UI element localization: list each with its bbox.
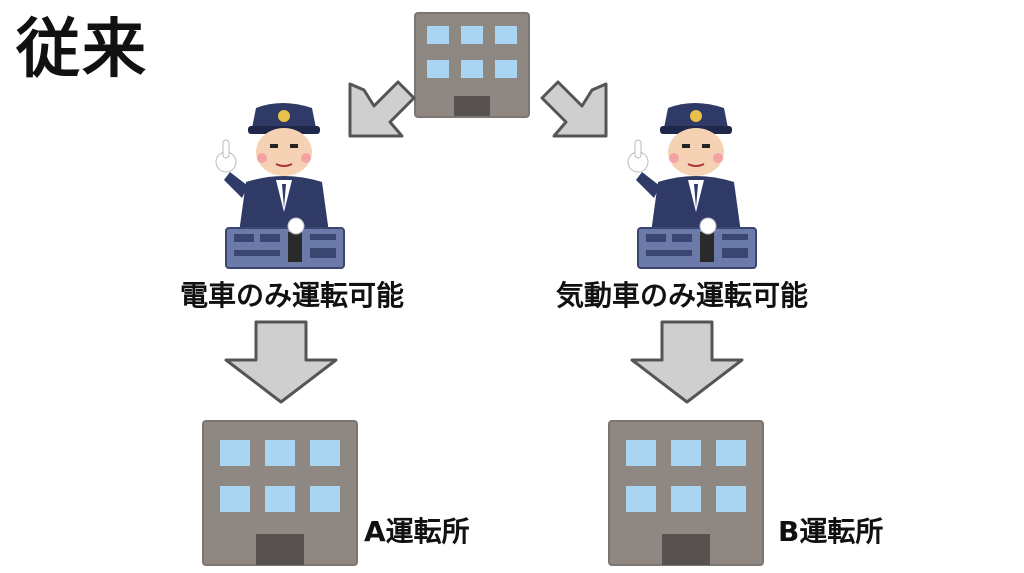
- right-depot-building-icon: [608, 420, 764, 566]
- left-train-driver-icon: [215, 103, 345, 269]
- right-ability-label: 気動車のみ運転可能: [556, 279, 809, 312]
- left-depot-label: A運転所: [364, 515, 470, 548]
- right-down-arrow-icon: [630, 320, 744, 404]
- left-depot-building-icon: [202, 420, 358, 566]
- top-building-icon: [414, 12, 530, 118]
- right-depot-label: B運転所: [778, 515, 884, 548]
- left-down-arrow-icon: [224, 320, 338, 404]
- page-title: 従来: [16, 13, 148, 87]
- arrow-to-left-driver-icon: [348, 80, 416, 138]
- left-ability-label: 電車のみ運転可能: [180, 279, 405, 312]
- arrow-to-right-driver-icon: [540, 80, 608, 138]
- right-train-driver-icon: [627, 103, 757, 269]
